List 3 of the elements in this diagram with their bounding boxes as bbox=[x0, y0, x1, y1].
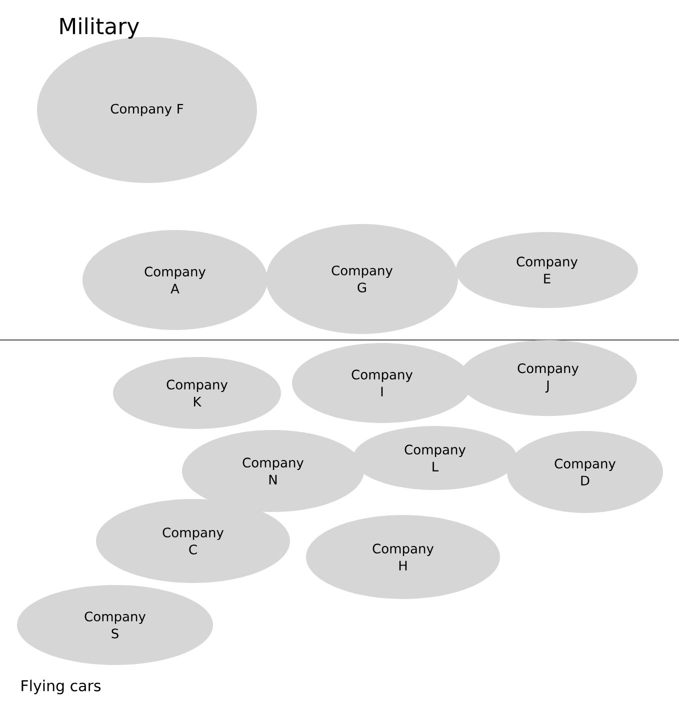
axis-label: Flying cars bbox=[22, 680, 101, 694]
node-label: Company L bbox=[404, 444, 466, 472]
axis-label: Military bbox=[60, 17, 140, 39]
